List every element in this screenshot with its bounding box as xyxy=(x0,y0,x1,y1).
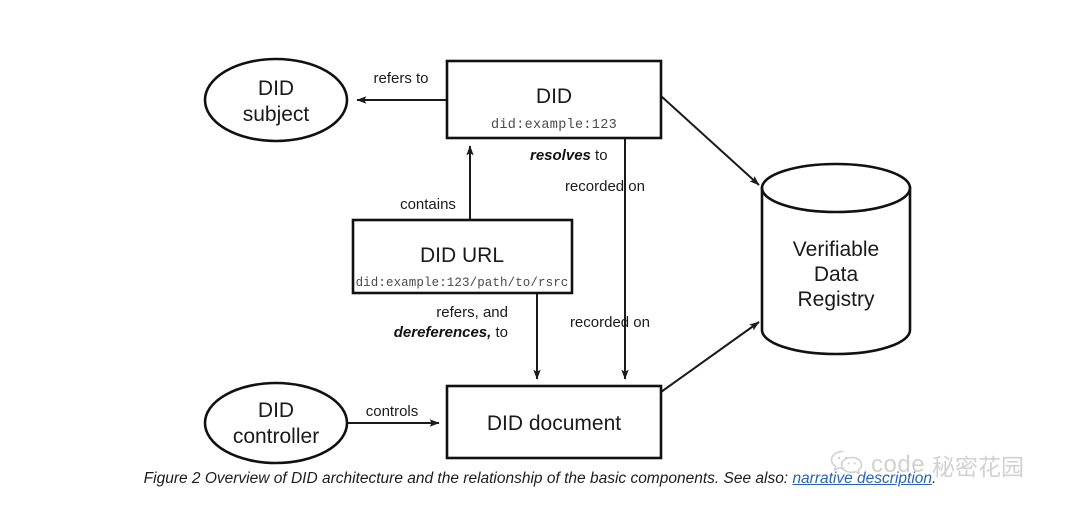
node-did-title: DID xyxy=(536,85,572,108)
figure-caption-period: . xyxy=(932,470,937,487)
node-did-document[interactable]: DID document xyxy=(445,384,663,460)
edge-label-refers-to: refers to xyxy=(373,70,428,87)
node-did-subject-subtitle: subject xyxy=(243,103,310,126)
node-did-url[interactable]: DID URL did:example:123/path/to/rsrc xyxy=(351,218,574,295)
edge-label-recorded-on-bottom: recorded on xyxy=(570,314,650,331)
node-did-controller-title: DID xyxy=(258,399,294,422)
edge-label-resolves-to-suffix: to xyxy=(591,147,608,164)
node-did-identifier: did:example:123 xyxy=(491,118,617,133)
edge-label-resolves-to: resolves to xyxy=(530,147,608,164)
edge-dereferences: refers, and dereferences, to xyxy=(394,293,541,380)
edge-label-dereferences-line1: refers, and xyxy=(436,304,508,321)
node-verifiable-data-registry[interactable]: Verifiable Data Registry xyxy=(760,162,912,356)
edge-recorded-on-top: recorded on xyxy=(565,95,760,195)
figure-caption-text: Figure 2 Overview of DID architecture an… xyxy=(143,470,793,487)
edge-refers-to: refers to xyxy=(356,70,446,104)
edge-controls: controls xyxy=(346,403,440,427)
edge-label-contains: contains xyxy=(400,196,456,213)
node-did-url-identifier: did:example:123/path/to/rsrc xyxy=(356,276,569,290)
node-did-controller-subtitle: controller xyxy=(233,425,319,448)
node-did-document-title: DID document xyxy=(487,412,621,435)
node-did-subject-title: DID xyxy=(258,77,294,100)
edge-label-dereferences-em: dereferences, xyxy=(394,324,492,341)
node-did[interactable]: DID did:example:123 xyxy=(445,59,663,140)
node-vdr-line-3: Registry xyxy=(797,288,875,311)
node-did-controller[interactable]: DID controller xyxy=(203,381,349,465)
edge-resolves-to: resolves to xyxy=(530,138,629,380)
figure-caption: Figure 2 Overview of DID architecture an… xyxy=(0,470,1080,488)
node-vdr-line-2: Data xyxy=(814,263,859,286)
edge-contains: contains xyxy=(400,145,474,220)
edge-label-recorded-on-top: recorded on xyxy=(565,178,645,195)
node-did-subject[interactable]: DID subject xyxy=(203,57,349,143)
edge-recorded-on-bottom: recorded on xyxy=(570,314,760,393)
node-did-url-title: DID URL xyxy=(420,244,504,267)
edge-label-controls: controls xyxy=(366,403,419,420)
node-vdr-line-1: Verifiable xyxy=(793,238,879,261)
edge-label-dereferences-line2: dereferences, to xyxy=(394,324,508,341)
edge-label-dereferences-suffix: to xyxy=(491,324,508,341)
edge-label-resolves-em: resolves xyxy=(530,147,591,164)
narrative-description-link[interactable]: narrative description xyxy=(792,470,933,487)
